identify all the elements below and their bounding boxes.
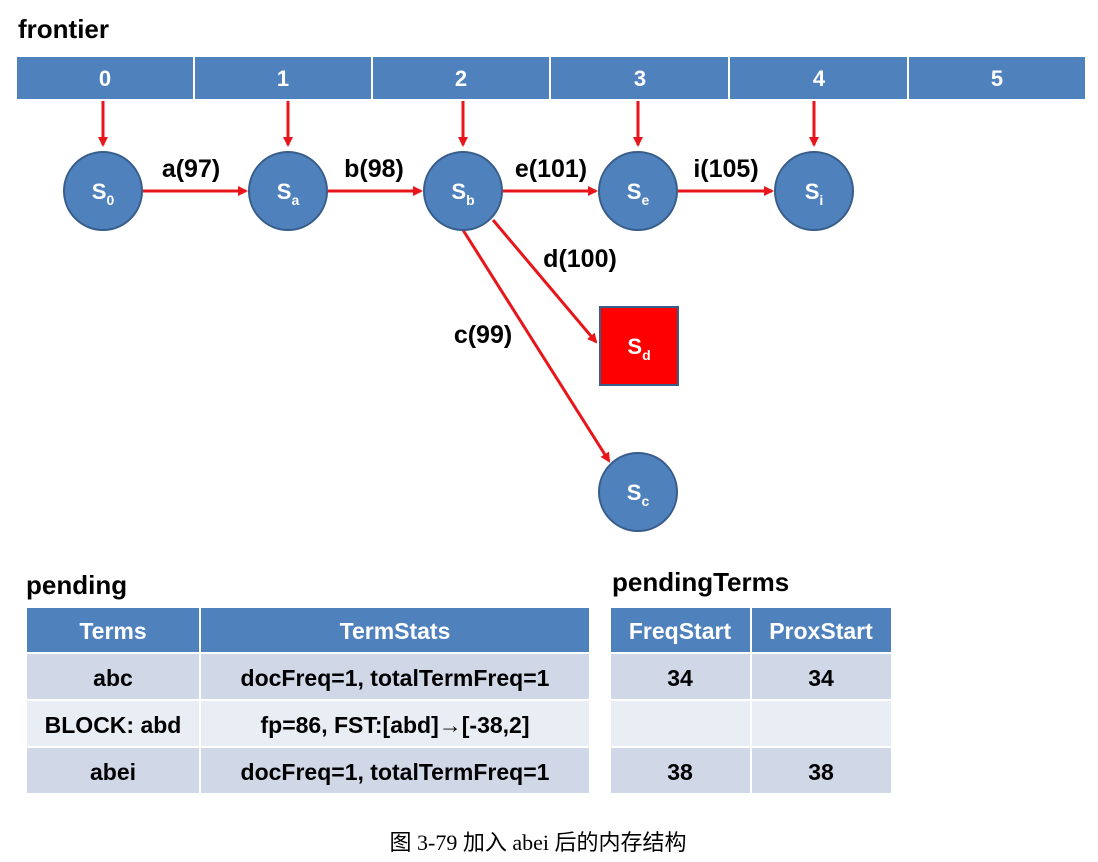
state-node-se: Se	[598, 151, 678, 231]
table-row	[609, 699, 752, 748]
state-node-si: Si	[774, 151, 854, 231]
pending-terms-header-freqstart: FreqStart	[629, 618, 732, 644]
svg-text:Sa: Sa	[277, 179, 300, 208]
frontier-array: 0 1 2 3 4 5	[15, 55, 1087, 101]
frontier-index-5: 5	[991, 66, 1003, 91]
table-row	[750, 699, 893, 748]
pending-stats-cell: docFreq=1, totalTermFreq=1	[241, 759, 550, 785]
table-row	[25, 652, 201, 701]
pending-table: Terms TermStats abc docFreq=1, totalTerm…	[25, 606, 591, 795]
edge-label-c: c(99)	[454, 321, 512, 349]
frontier-pointers	[98, 101, 819, 147]
frontier-label: frontier	[18, 14, 109, 44]
table-row	[199, 652, 591, 701]
edge-d	[491, 219, 598, 344]
state-node-sb: Sb	[423, 151, 503, 231]
frontier-index-2: 2	[455, 66, 467, 91]
transition-edges	[143, 186, 774, 463]
state-node-sc: Sc	[598, 452, 678, 532]
table-row	[199, 699, 591, 748]
pending-terms-title: pendingTerms	[612, 567, 789, 597]
table-row	[750, 746, 893, 795]
svg-text:Sb: Sb	[451, 179, 474, 208]
freq-start-cell: 34	[667, 665, 693, 691]
pending-stats-cell: docFreq=1, totalTermFreq=1	[241, 665, 550, 691]
edge-label-a: a(97)	[162, 155, 220, 183]
freq-start-cell: 38	[667, 759, 693, 785]
svg-text:S0: S0	[92, 179, 115, 208]
edge-label-e: e(101)	[515, 155, 587, 183]
pending-header-cell-termstats	[199, 606, 591, 654]
svg-text:Si: Si	[805, 179, 824, 208]
svg-text:Se: Se	[627, 179, 650, 208]
table-row	[609, 746, 752, 795]
table-row	[750, 652, 893, 701]
pending-terms-header-proxstart: ProxStart	[769, 618, 873, 644]
pending-term-cell: BLOCK: abd	[45, 712, 182, 738]
table-row	[199, 746, 591, 795]
frontier-index-0: 0	[99, 66, 111, 91]
state-node-sa: Sa	[248, 151, 328, 231]
pending-header-terms: Terms	[79, 618, 146, 644]
pending-terms-header-cell-freq	[609, 606, 752, 654]
pending-title: pending	[26, 570, 127, 600]
frontier-index-4: 4	[813, 66, 826, 91]
edge-c	[461, 229, 611, 463]
svg-text:Sd: Sd	[627, 334, 650, 363]
figure-caption: 图 3-79 加入 abei 后的内存结构	[390, 830, 687, 855]
edge-label-i: i(105)	[693, 155, 758, 183]
state-node-s0: S0	[63, 151, 143, 231]
svg-text:Sc: Sc	[627, 480, 650, 509]
prox-start-cell: 34	[808, 665, 834, 691]
pending-stats-cell: fp=86, FST:[abd]→[-38,2]	[260, 712, 529, 738]
frontier-slot-2	[371, 55, 551, 101]
pending-term-cell: abc	[93, 665, 133, 691]
pending-terms-table: FreqStart ProxStart 34 34 38 38	[609, 606, 893, 795]
edge-label-d: d(100)	[543, 245, 617, 273]
frontier-slot-0	[15, 55, 195, 101]
frontier-slot-5	[907, 55, 1087, 101]
state-node-sd-block: Sd	[599, 306, 679, 386]
frontier-slot-4	[728, 55, 909, 101]
pending-header-termstats: TermStats	[340, 618, 451, 644]
frontier-slot-1	[193, 55, 373, 101]
frontier-index-3: 3	[634, 66, 646, 91]
prox-start-cell: 38	[808, 759, 834, 785]
pending-terms-header-cell-prox	[750, 606, 893, 654]
frontier-index-1: 1	[277, 66, 289, 91]
pending-term-cell: abei	[90, 759, 136, 785]
table-row	[609, 652, 752, 701]
edge-label-b: b(98)	[344, 155, 404, 183]
